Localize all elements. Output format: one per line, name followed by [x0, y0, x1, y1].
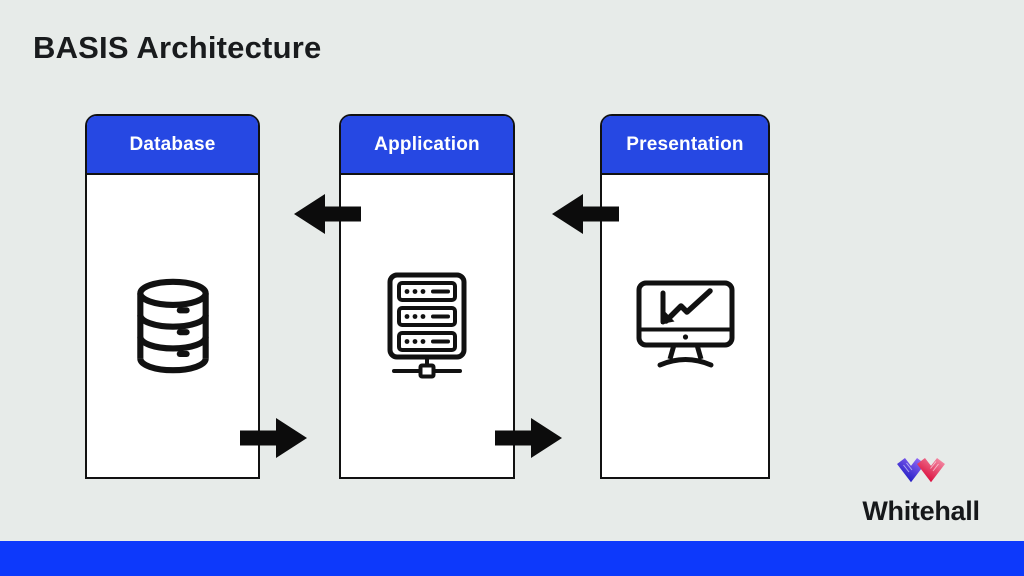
diagram-box-presentation: Presentation — [600, 114, 770, 479]
presentation-box-header: Presentation — [602, 116, 768, 175]
arrow-left-presentation-to-application — [552, 194, 619, 234]
database-box-header: Database — [87, 116, 258, 175]
brand-logo-text: Whitehall — [862, 496, 980, 526]
arrow-right-database-to-application — [240, 418, 307, 458]
database-icon — [129, 277, 217, 375]
diagram-box-application: Application — [339, 114, 515, 479]
arrow-left-application-to-database — [294, 194, 361, 234]
arrow-right-application-to-presentation — [495, 418, 562, 458]
application-box-label: Application — [374, 133, 480, 155]
application-box-header: Application — [341, 116, 513, 175]
server-icon — [382, 271, 472, 381]
brand-block: Whitehall — [840, 455, 1002, 527]
application-box-body — [341, 175, 513, 477]
presentation-box-label: Presentation — [626, 133, 744, 155]
footer-accent-bar — [0, 541, 1024, 576]
page-title: BASIS Architecture — [33, 30, 322, 65]
database-box-label: Database — [129, 133, 216, 155]
presentation-box-body — [602, 175, 768, 477]
w-ribbon-icon — [897, 455, 945, 493]
database-box-body — [87, 175, 258, 477]
monitor-chart-icon — [633, 278, 738, 375]
diagram-box-database: Database — [85, 114, 260, 479]
